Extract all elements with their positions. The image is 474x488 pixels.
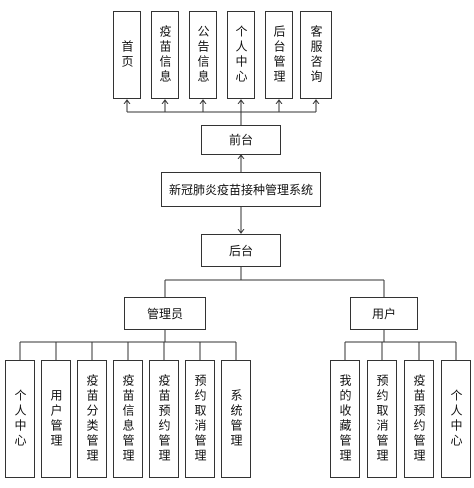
module-label: 公告信息 xyxy=(196,25,210,85)
frontend-label: 前台 xyxy=(228,133,253,147)
module-label: 疫苗预约管理 xyxy=(412,374,426,464)
role-user-label: 用户 xyxy=(371,306,396,321)
frontend-module-announcement: 公告信息 xyxy=(189,11,217,99)
module-label: 疫苗预约管理 xyxy=(157,374,171,464)
admin-module-vaccine-category: 疫苗分类管理 xyxy=(77,360,107,478)
system-node: 新冠肺炎疫苗接种管理系统 xyxy=(161,172,321,207)
module-label: 预约取消管理 xyxy=(193,374,207,464)
module-label: 我的收藏管理 xyxy=(338,374,352,464)
admin-module-vaccine-info: 疫苗信息管理 xyxy=(113,360,143,478)
role-admin-label: 管理员 xyxy=(146,306,183,321)
frontend-module-customer-service: 客服咨询 xyxy=(300,11,332,99)
module-label: 预约取消管理 xyxy=(375,374,389,464)
admin-module-user-mgmt: 用户管理 xyxy=(41,360,71,478)
frontend-module-home: 首页 xyxy=(113,11,141,99)
frontend-module-vaccine-info: 疫苗信息 xyxy=(151,11,179,99)
module-label: 个人中心 xyxy=(13,389,27,449)
module-label: 个人中心 xyxy=(449,389,463,449)
backend-node: 后台 xyxy=(201,234,281,267)
module-label: 系统管理 xyxy=(229,389,243,449)
user-module-booking-cancel: 预约取消管理 xyxy=(367,360,397,478)
module-label: 后台管理 xyxy=(272,25,286,85)
user-module-personal-center: 个人中心 xyxy=(441,360,471,478)
module-label: 首页 xyxy=(120,40,134,70)
module-label: 个人中心 xyxy=(234,25,248,85)
admin-module-personal-center: 个人中心 xyxy=(5,360,35,478)
role-user: 用户 xyxy=(350,297,418,330)
admin-module-booking-cancel: 预约取消管理 xyxy=(185,360,215,478)
role-admin: 管理员 xyxy=(124,297,206,330)
module-label: 客服咨询 xyxy=(309,25,323,85)
user-module-vaccine-booking: 疫苗预约管理 xyxy=(404,360,434,478)
module-label: 疫苗信息 xyxy=(158,25,172,85)
backend-label: 后台 xyxy=(228,243,253,258)
module-label: 用户管理 xyxy=(49,389,63,449)
module-label: 疫苗信息管理 xyxy=(121,374,135,464)
user-module-favorites: 我的收藏管理 xyxy=(330,360,360,478)
system-title: 新冠肺炎疫苗接种管理系统 xyxy=(168,182,313,197)
admin-module-vaccine-booking: 疫苗预约管理 xyxy=(149,360,179,478)
frontend-node: 前台 xyxy=(201,125,281,155)
frontend-module-backend-admin: 后台管理 xyxy=(265,11,293,99)
frontend-module-personal-center: 个人中心 xyxy=(227,11,255,99)
admin-module-system: 系统管理 xyxy=(221,360,251,478)
module-label: 疫苗分类管理 xyxy=(85,374,99,464)
